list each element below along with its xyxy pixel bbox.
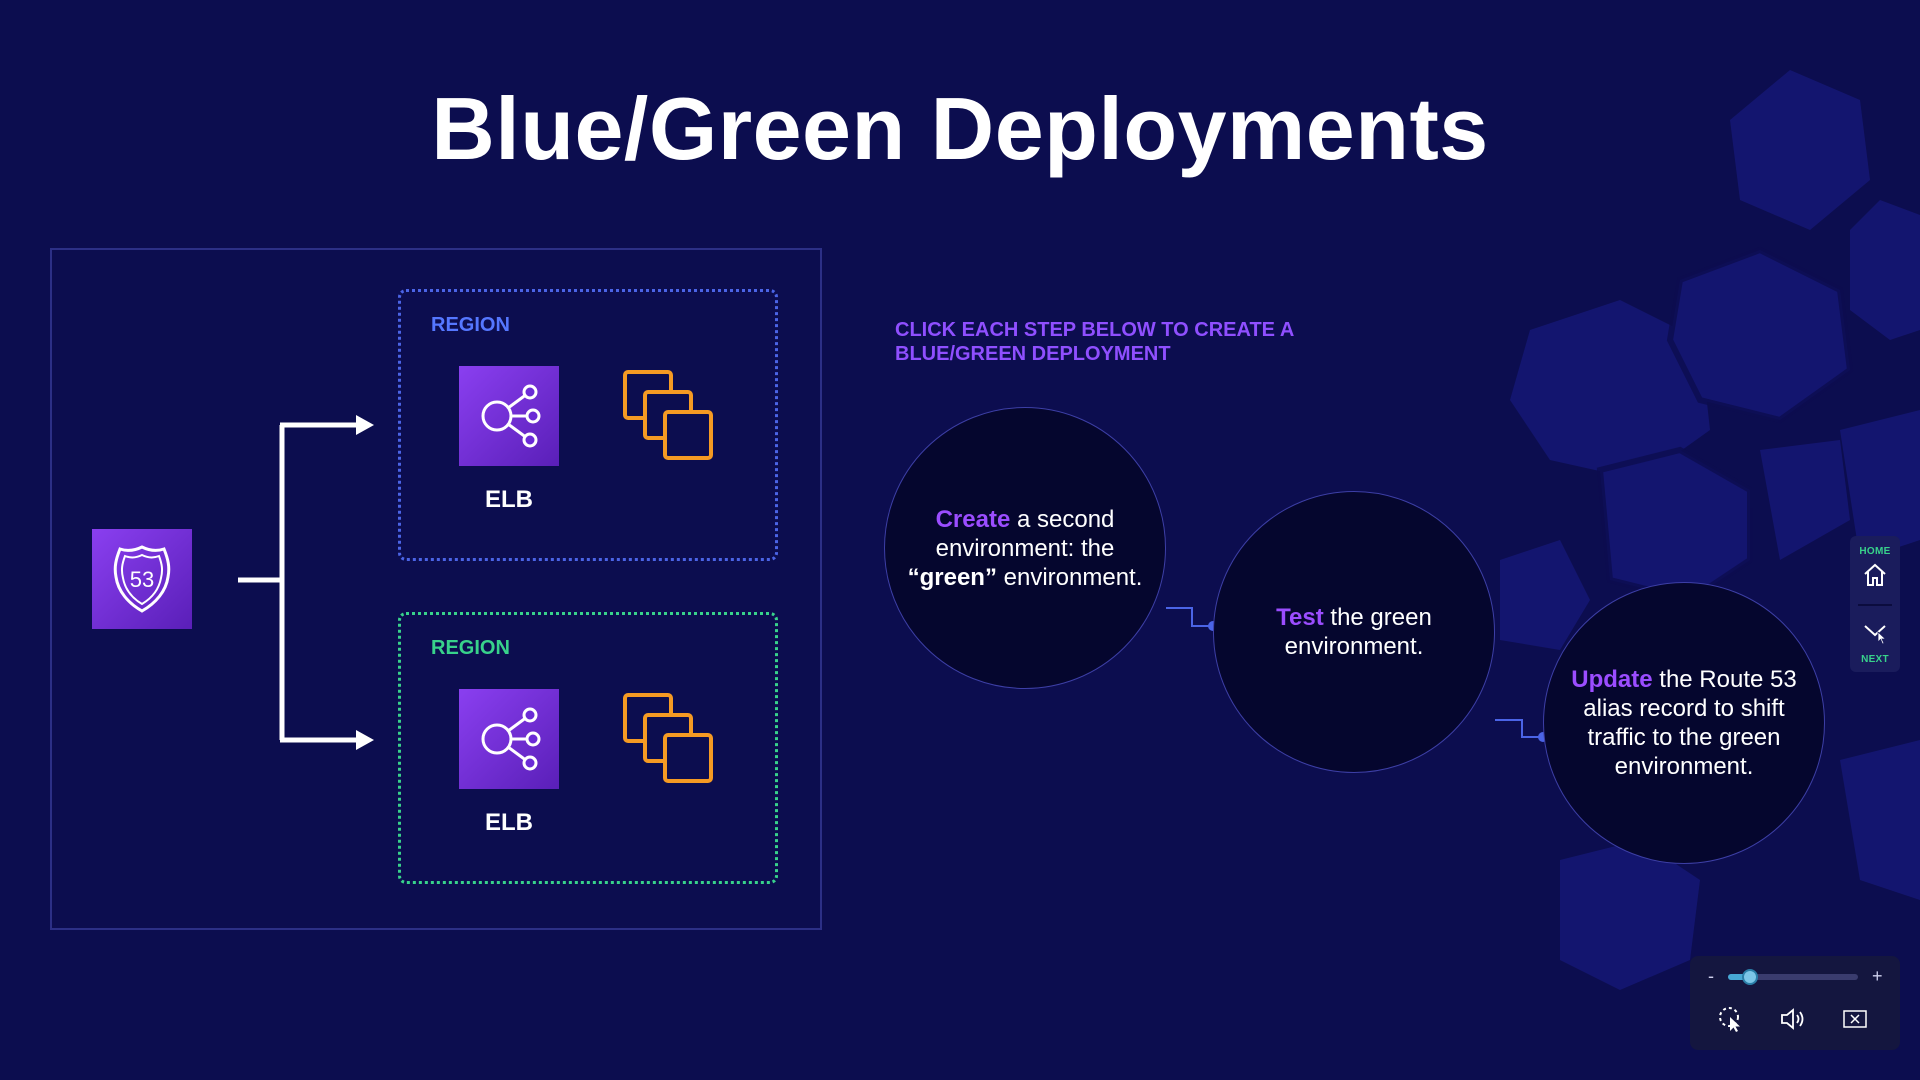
- step-update-button[interactable]: Update the Route 53 alias record to shif…: [1543, 582, 1825, 864]
- close-icon[interactable]: [1840, 1004, 1870, 1034]
- step-highlight: Update: [1571, 666, 1653, 693]
- step-text: the Route 53 alias record to shift traff…: [1583, 666, 1797, 780]
- volume-increase-button[interactable]: +: [1872, 966, 1883, 986]
- diagram-frame: [50, 248, 822, 930]
- instruction-text: CLICK EACH STEP BELOW TO CREATE A BLUE/G…: [895, 319, 1294, 365]
- player-controls: - +: [1690, 956, 1900, 1050]
- elb-label: ELB: [485, 486, 533, 513]
- step-highlight: Create: [935, 505, 1011, 533]
- nav-divider: [1858, 604, 1892, 606]
- pointer-icon[interactable]: [1716, 1004, 1746, 1034]
- elb-icon: [459, 366, 559, 466]
- step-text: the green environment.: [1284, 604, 1432, 660]
- region-box-green: REGION ELB: [398, 612, 778, 884]
- region-label: REGION: [431, 314, 510, 336]
- home-label: HOME: [1859, 546, 1891, 557]
- volume-decrease-button[interactable]: -: [1708, 966, 1714, 986]
- elb-icon: [459, 689, 559, 789]
- volume-slider[interactable]: [1728, 969, 1858, 985]
- region-label: REGION: [431, 637, 510, 659]
- step-create-button[interactable]: Create a second environment: the “green”…: [884, 407, 1166, 689]
- route53-number: 53: [130, 567, 154, 592]
- volume-slider-thumb[interactable]: [1742, 969, 1759, 985]
- step-test-text: Test the green environment.: [1236, 603, 1472, 661]
- volume-slider-fill: [1728, 974, 1751, 980]
- routing-arrows: [238, 415, 374, 750]
- step-update-text: Update the Route 53 alias record to shif…: [1566, 665, 1802, 781]
- next-icon[interactable]: [1862, 620, 1888, 646]
- step-test-button[interactable]: Test the green environment.: [1213, 491, 1495, 773]
- region-box-blue: REGION ELB: [398, 289, 778, 561]
- audio-icon[interactable]: [1778, 1004, 1808, 1034]
- home-icon[interactable]: [1862, 562, 1888, 588]
- step-create-text: Create a second environment: the “green”…: [907, 505, 1143, 592]
- navigation-panel: HOME NEXT: [1850, 536, 1900, 672]
- step-text: a second environment: the: [935, 505, 1115, 562]
- route53-icon: 53: [92, 529, 192, 629]
- step-highlight: Test: [1276, 604, 1324, 631]
- elb-label: ELB: [485, 809, 533, 836]
- ec2-instances-icon: [619, 689, 719, 789]
- step-text: environment.: [996, 563, 1143, 591]
- ec2-instances-icon: [619, 366, 719, 466]
- step-bold: “green”: [907, 563, 997, 591]
- slide-title: Blue/Green Deployments: [431, 79, 1489, 178]
- next-label: NEXT: [1861, 654, 1889, 665]
